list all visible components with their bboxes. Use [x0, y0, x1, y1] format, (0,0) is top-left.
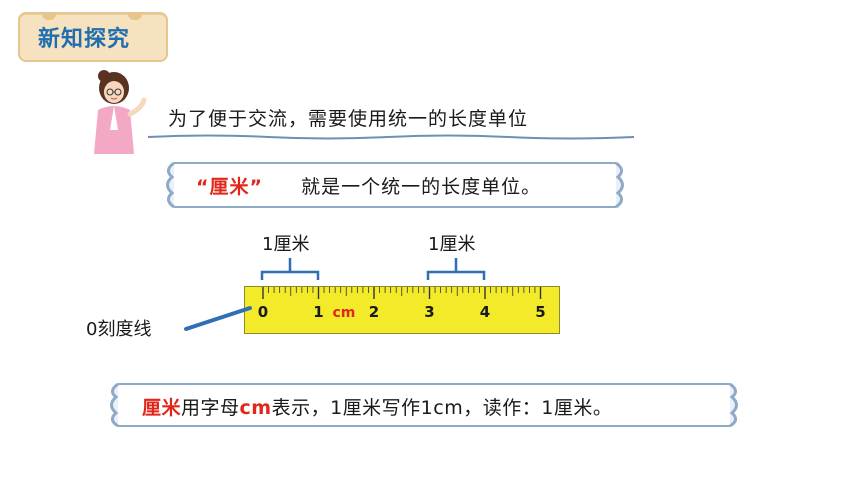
section-tag-label: 新知探究: [38, 27, 131, 52]
ruler-tick-label: 0: [258, 303, 268, 321]
ruler-tick-label: 1: [313, 303, 323, 321]
ruler: 0 1 2 3 4 5 cm: [244, 286, 560, 334]
bracket-label-left: 1厘米: [262, 234, 310, 255]
speech-underline: [148, 134, 634, 140]
section-tag: 新知探究: [18, 12, 168, 62]
ruler-tick-label: 5: [535, 303, 545, 321]
tag-tab-decoration: [42, 12, 56, 20]
definition-term: “厘米”: [196, 176, 263, 198]
zero-line-pointer: [184, 306, 252, 331]
summary-text: 厘米用字母cm表示，1厘米写作1cm，读作：1厘米。: [142, 393, 612, 420]
bracket-left: [260, 258, 320, 280]
definition-body: 就是一个统一的长度单位。: [301, 176, 542, 198]
zero-line-label: 0刻度线: [86, 319, 152, 340]
ruler-tick-label: 2: [369, 303, 379, 321]
bracket-label-right: 1厘米: [428, 234, 476, 255]
ruler-scale: 0 1 2 3 4 5 cm: [258, 287, 546, 321]
bracket-right: [426, 258, 486, 280]
summary-banner: 厘米用字母cm表示，1厘米写作1cm，读作：1厘米。: [104, 381, 744, 429]
tag-tab-decoration: [128, 12, 142, 20]
summary-abbr: cm: [239, 397, 272, 419]
summary-part2: 表示，1厘米写作1cm，读作：1厘米。: [271, 397, 613, 419]
ruler-unit-label: cm: [333, 305, 356, 321]
summary-part1: 用字母: [181, 397, 240, 419]
teacher-icon: [94, 70, 147, 154]
ruler-tick-label: 4: [480, 303, 490, 321]
banner-border: [110, 382, 738, 428]
teacher-speech: 为了便于交流，需要使用统一的长度单位: [168, 108, 529, 130]
definition-text: “厘米” 就是一个统一的长度单位。: [196, 172, 541, 199]
banner-border: [166, 161, 624, 209]
ruler-tick-label: 3: [424, 303, 434, 321]
summary-term: 厘米: [142, 397, 182, 419]
definition-banner: “厘米” 就是一个统一的长度单位。: [160, 160, 630, 210]
